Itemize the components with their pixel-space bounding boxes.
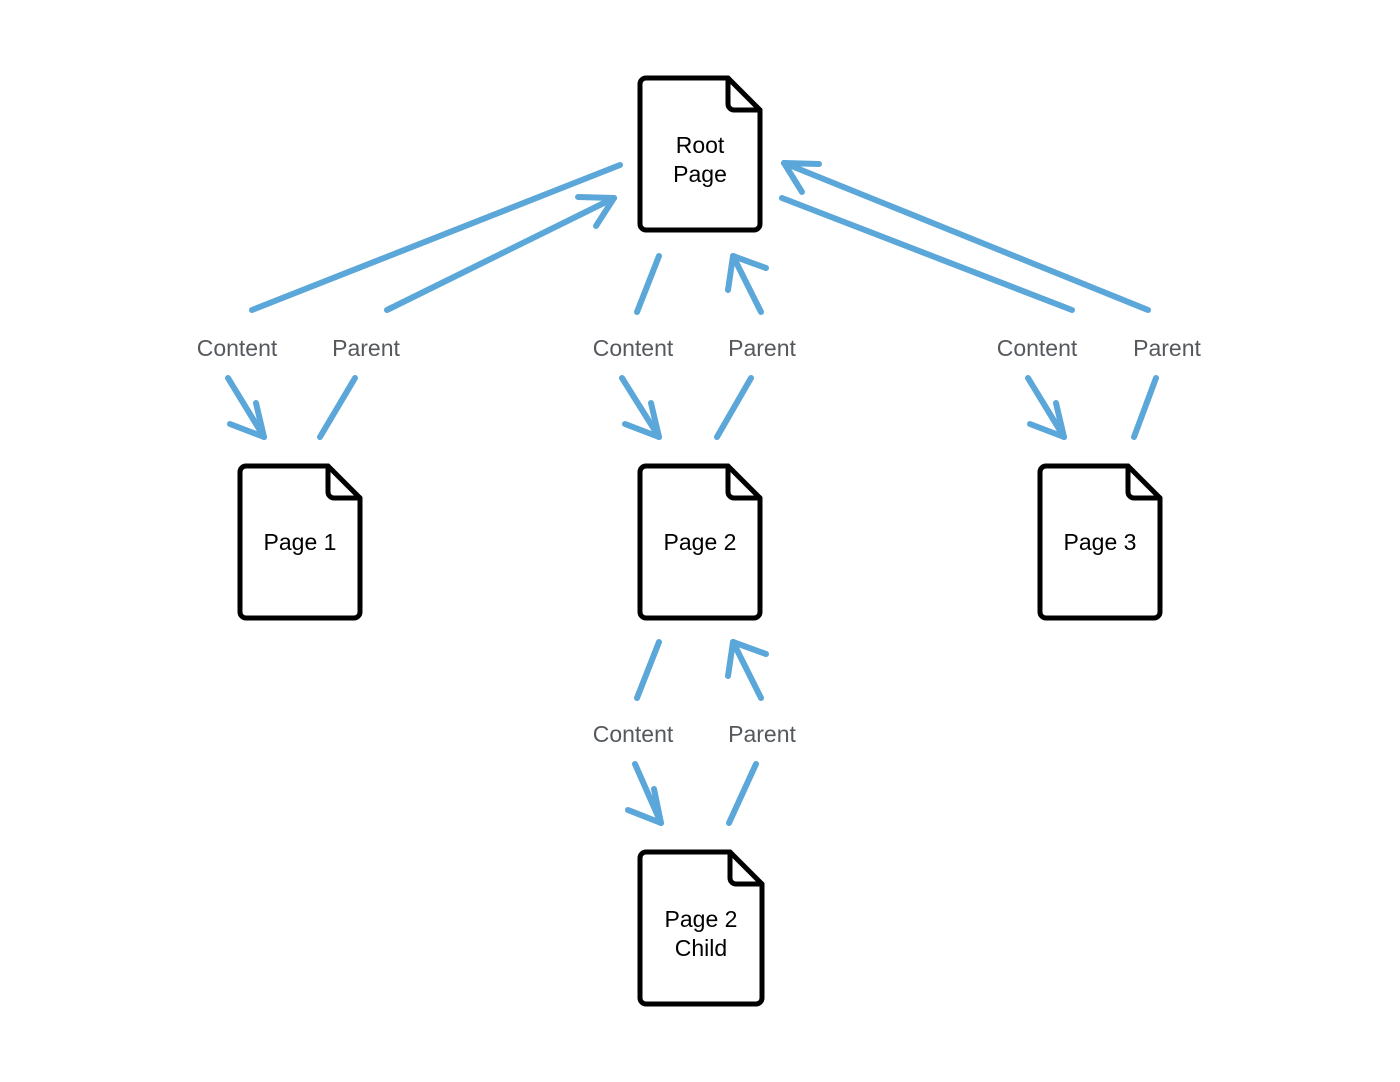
- edge-label-page2-content: Content: [592, 335, 674, 361]
- edge-label-page2-parent: Parent: [728, 335, 796, 361]
- edge-label-page3-content: Content: [996, 335, 1078, 361]
- edge-page3-to-root-parent-tail: [1131, 375, 1159, 440]
- edge-page2-to-root-parent-tail: [714, 375, 754, 440]
- edge-root-to-page2-content-head: [619, 375, 662, 440]
- edge-child-to-page2-parent-tail: [726, 761, 759, 826]
- edge-child-to-page2-parent: [725, 639, 769, 701]
- node-layer: [237, 75, 1163, 1007]
- node-page-1[interactable]: [237, 463, 363, 621]
- edge-page2-to-child-content: [634, 639, 662, 701]
- edge-page2-to-root-parent: [725, 253, 769, 315]
- edge-label-child-content: Content: [592, 721, 674, 747]
- node-page-2[interactable]: [637, 463, 763, 621]
- edge-root-to-page2-content: [634, 253, 662, 315]
- edge-layer: [225, 160, 1159, 826]
- edge-root-to-page3-content: [779, 195, 1075, 313]
- edge-page3-to-root-parent: [781, 160, 1151, 313]
- edge-label-page3-parent: Parent: [1133, 335, 1201, 361]
- edge-root-to-page1-content-head: [225, 375, 267, 440]
- edge-label-page1-parent: Parent: [332, 335, 400, 361]
- edge-page1-to-root-parent: [384, 194, 617, 313]
- edge-page1-to-root-parent-tail: [317, 375, 358, 440]
- node-root-page[interactable]: [637, 75, 763, 233]
- edge-root-to-page3-content-head: [1025, 375, 1067, 440]
- node-page-2-child[interactable]: [637, 849, 765, 1007]
- edge-page2-to-child-content-head: [625, 761, 664, 826]
- edge-root-to-page1-content: [249, 162, 623, 313]
- node-page-3[interactable]: [1037, 463, 1163, 621]
- edge-label-child-parent: Parent: [728, 721, 796, 747]
- edge-label-page1-content: Content: [196, 335, 278, 361]
